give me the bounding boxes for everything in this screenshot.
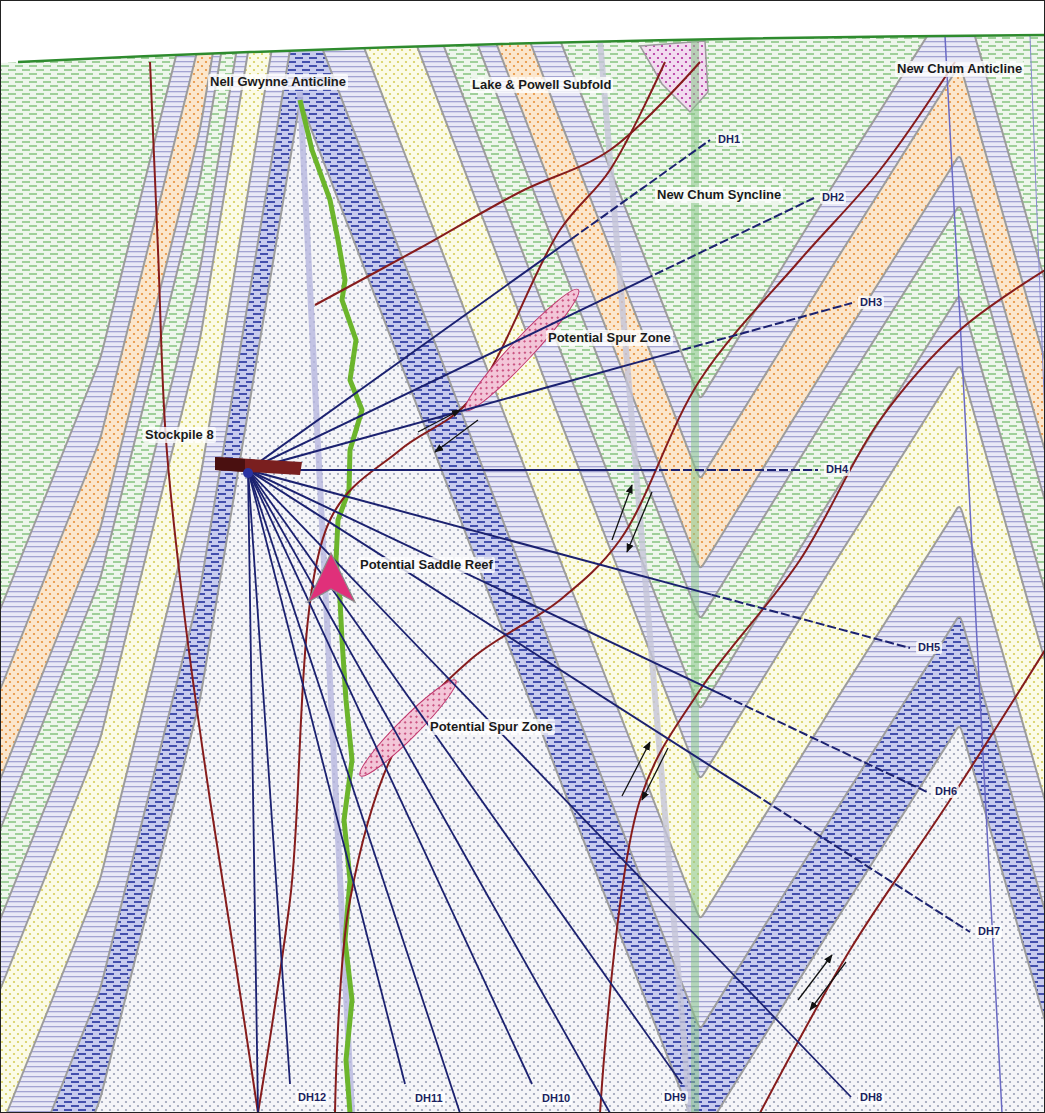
rock-layer [0,105,1045,1113]
layer-contact [0,105,1045,1113]
axial-trace [1030,36,1045,420]
drill-hole-id: DH1 [716,133,742,146]
drill-hole [644,198,814,280]
zone-label: Potential Saddle Reef [358,557,495,573]
drill-hole-id: DH2 [820,191,846,204]
drill-hole [248,470,290,1084]
movement-arrow [418,410,460,432]
zone-label: Potential Spur Zone [428,719,555,735]
ground-surface [18,35,1045,62]
drill-hole-id: DH11 [413,1092,445,1105]
layer-contact [0,0,1045,810]
drill-hole [248,280,644,470]
movement-arrow [627,492,652,552]
drill-hole-id: DH12 [296,1091,328,1104]
movement-arrow [798,955,832,1000]
stockpile-label: Stockpile 8 [143,427,216,443]
drill-hole [723,695,927,792]
drill-hole [671,303,852,353]
fold-name: New Chum Syncline [655,187,783,203]
layer-contact [0,0,1045,1040]
drill-hole [248,470,532,1084]
fault-line [600,270,1045,1113]
fold-name: New Chum Anticline [895,61,1024,77]
drill-hole-id: DH3 [858,296,884,309]
fault-line [760,650,1045,1113]
drill-hole [248,470,753,793]
axial-trace [945,36,1002,1113]
drill-hole [248,353,671,470]
drill-hole [753,793,970,932]
drill-hole-id: DH10 [540,1092,572,1105]
stockpile-bar [215,457,302,475]
drill-hole [248,470,723,695]
movement-arrow [810,962,846,1010]
fault-line [258,62,665,1113]
drill-hole-id: DH6 [933,785,959,798]
stockpile-bar [215,457,245,472]
drill-hole [647,469,818,471]
fault-line [315,62,700,305]
movement-arrow [612,485,632,540]
collar-point [243,468,253,478]
drill-hole-id: DH9 [662,1091,688,1104]
drill-hole-id: DH4 [824,463,850,476]
fold-name: Lake & Powell Subfold [470,77,613,93]
drill-hole-id: DH5 [916,641,942,654]
drill-hole [248,239,571,470]
drill-hole [248,470,682,1084]
layer-contact [0,0,1045,950]
drill-hole [248,469,647,471]
movement-arrow [622,742,650,796]
movement-arrow [435,420,478,452]
zone-label: Potential Spur Zone [546,330,673,346]
drill-hole [711,595,910,648]
drill-hole [248,470,711,595]
drill-hole [248,470,258,1113]
drill-hole [248,470,610,1113]
fault-line [335,62,955,1113]
drill-hole-id: DH7 [976,925,1002,938]
movement-arrow [642,748,668,800]
fold-name: Nell Gwynne Anticline [208,74,348,90]
spur-zone-lens [458,282,587,418]
drill-hole-id: DH8 [858,1091,884,1104]
drill-hole [248,470,851,1097]
fault-line [150,62,258,1113]
saddle-reef-arrow [308,553,355,602]
